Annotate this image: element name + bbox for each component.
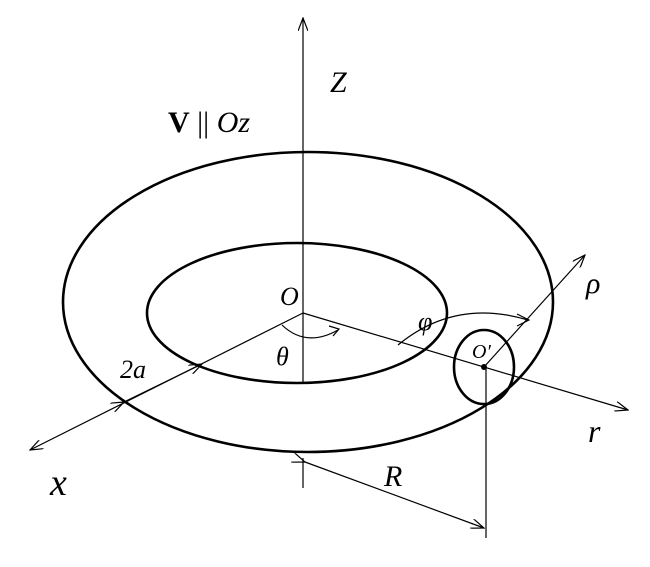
z-axis-label: Z xyxy=(330,66,347,99)
velocity-parallel: || xyxy=(190,106,217,139)
tube-center-label: O′ xyxy=(472,341,491,363)
torus-outer-outline xyxy=(61,150,555,454)
theta-label: θ xyxy=(276,342,289,371)
phi-label: φ xyxy=(418,307,432,336)
torus-inner-outline xyxy=(145,241,449,385)
two-a-label: 2a xyxy=(120,355,146,384)
origin-label: O xyxy=(280,282,299,311)
r-dimension-line xyxy=(305,462,484,528)
rho-label: ρ xyxy=(585,267,600,300)
radius-label: R xyxy=(383,460,402,493)
rho-axis xyxy=(483,255,585,368)
theta-arc xyxy=(281,324,339,339)
theta-arrowhead xyxy=(328,325,341,337)
velocity-symbol: V xyxy=(168,106,190,139)
velocity-axis-name: Oz xyxy=(217,106,251,139)
tube-cross-section xyxy=(452,328,516,406)
velocity-label: V || Oz xyxy=(168,106,250,139)
two-a-dimension-line xyxy=(124,364,202,402)
phi-arc xyxy=(397,312,529,346)
r-axis-label: r xyxy=(588,413,601,449)
x-axis-label: x xyxy=(49,462,67,504)
phi-arrowhead xyxy=(516,313,531,327)
r-axis xyxy=(302,312,628,410)
